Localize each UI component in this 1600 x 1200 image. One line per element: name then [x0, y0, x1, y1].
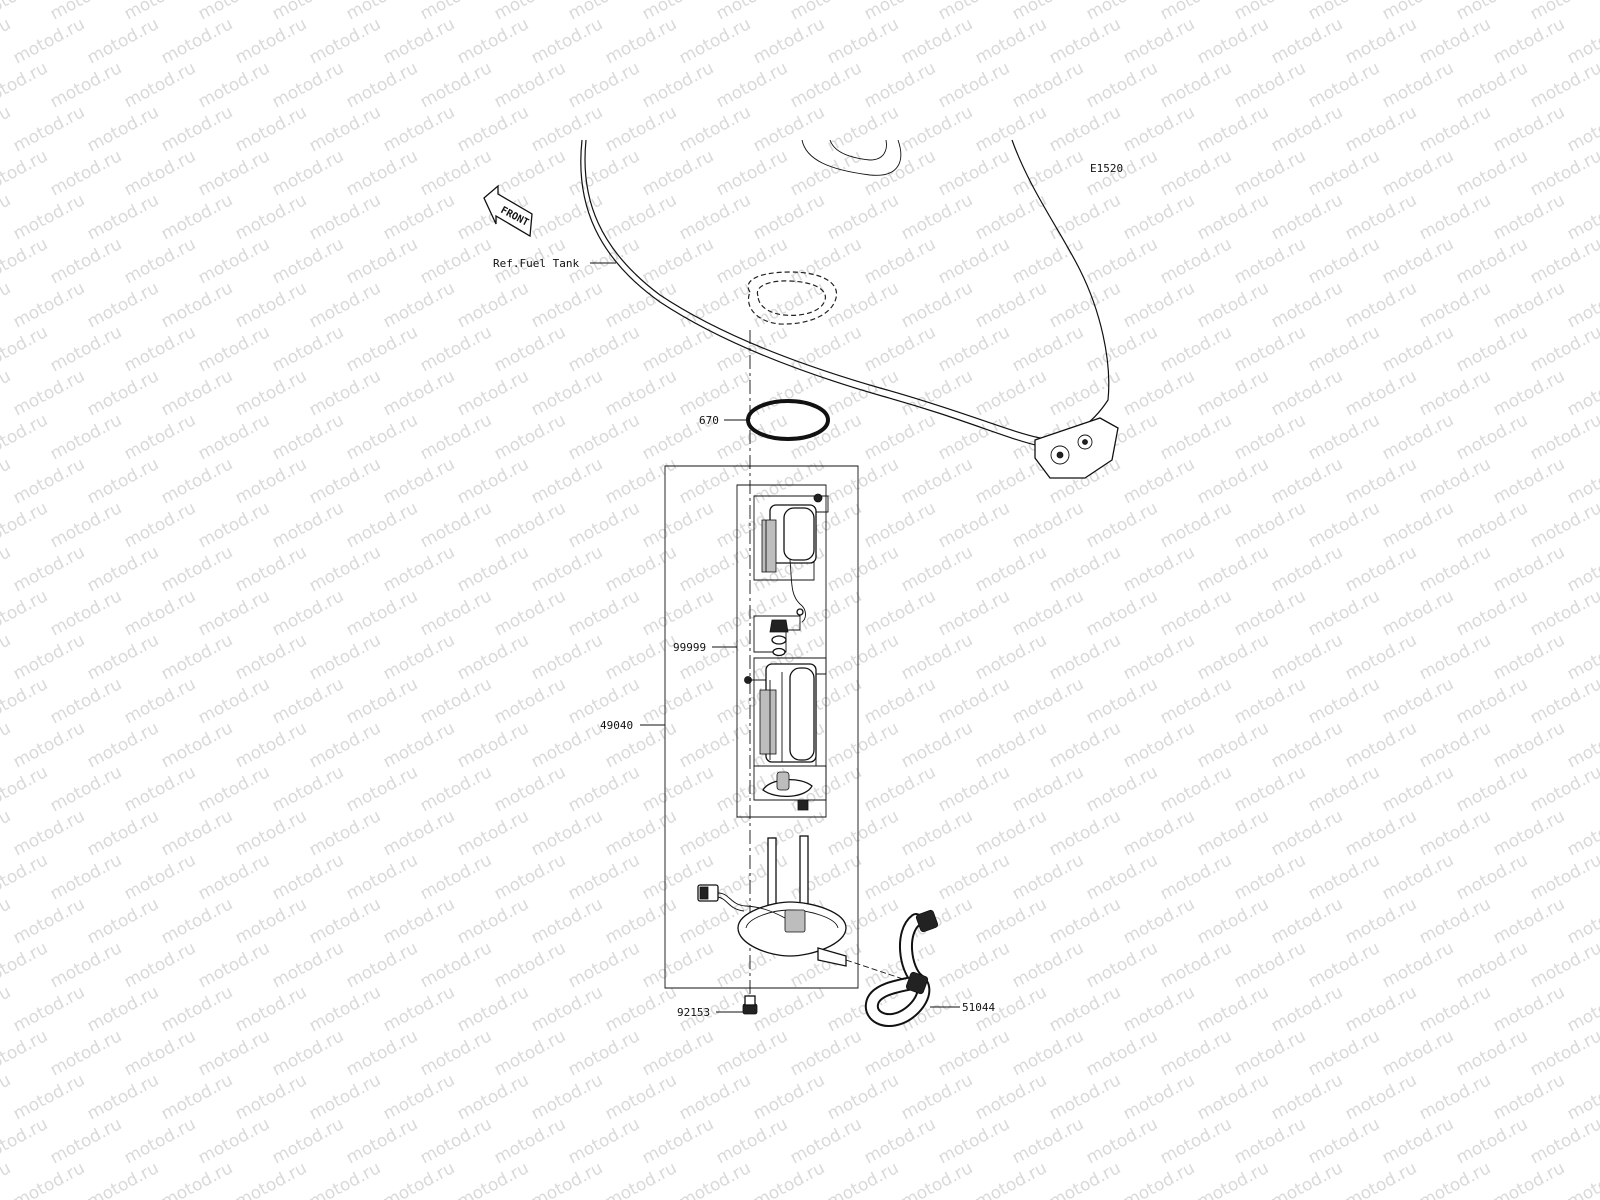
front-arrow-icon: FRONT: [483, 184, 533, 238]
pump-assembly-bracket: [664, 465, 859, 989]
callout-49040: 49040: [600, 719, 633, 732]
fuel-filter-bracket-part: [753, 615, 801, 657]
diagram-code: E1520: [1090, 162, 1123, 175]
pump-flange-part: [697, 835, 847, 967]
ref-fuel-tank-label: Ref.Fuel Tank: [493, 257, 579, 270]
callout-92153: 92153: [677, 1006, 710, 1019]
sub-assembly-bracket: [736, 484, 827, 818]
fuel-pump-part: [744, 657, 827, 767]
pump-base-part: [753, 765, 827, 811]
callout-51044: 51044: [962, 1001, 995, 1014]
bolt-part: [742, 995, 758, 1015]
callout-99999: 99999: [673, 641, 706, 654]
o-ring-part: [746, 399, 830, 441]
pressure-regulator-part: [753, 493, 829, 623]
fuel-tank-outline: [580, 139, 1119, 479]
callout-670: 670: [699, 414, 719, 427]
fuel-hose-part: [845, 909, 939, 1028]
